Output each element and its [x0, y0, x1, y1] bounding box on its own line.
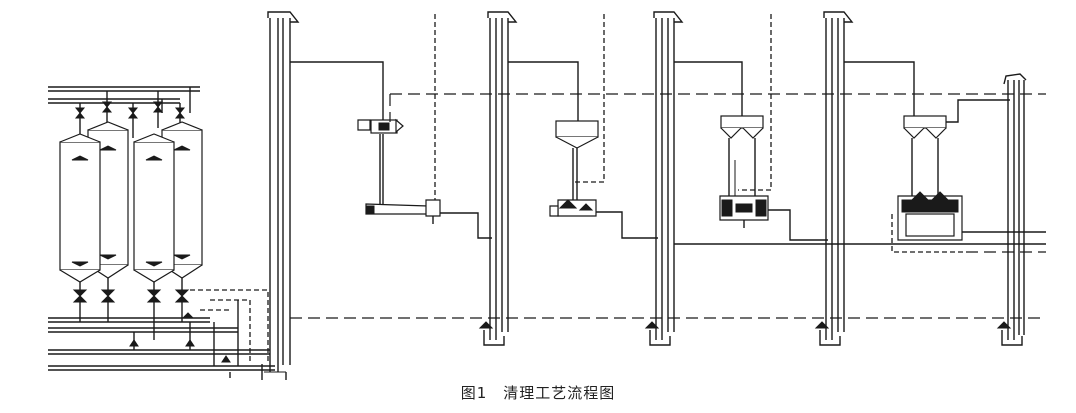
bucket-elevator — [996, 73, 1027, 346]
bucket-elevator — [478, 11, 518, 346]
bucket-elevator — [261, 11, 300, 380]
cleaning-section-2 — [508, 14, 658, 239]
cleaning-process-flow-diagram — [48, 11, 1046, 380]
figure-caption: 图1 清理工艺流程图 — [460, 384, 616, 402]
silo — [59, 133, 101, 283]
bucket-elevator — [814, 11, 854, 346]
cleaning-section-4 — [844, 61, 1046, 253]
silo-bank — [48, 86, 275, 378]
cleaning-section-3 — [674, 14, 1046, 245]
bucket-elevator — [644, 11, 684, 346]
silo — [133, 133, 175, 283]
cleaning-section-1 — [290, 14, 492, 239]
